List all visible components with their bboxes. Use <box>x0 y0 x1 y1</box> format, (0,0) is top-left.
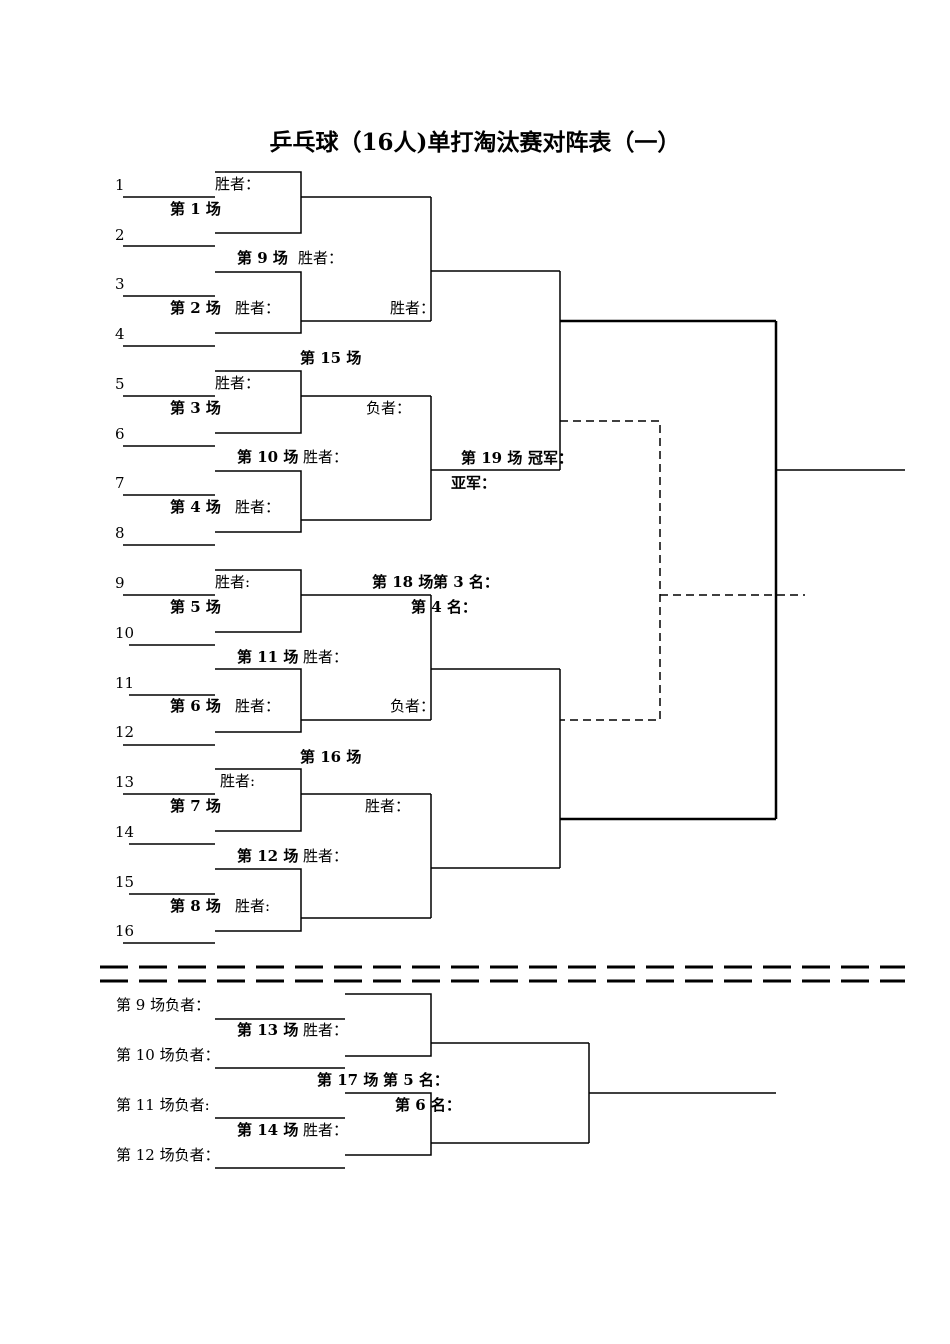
match-2-winner-label: 胜者： <box>235 299 281 317</box>
match-11-winner-label: 胜者： <box>303 648 349 666</box>
match-5-label: 第 5 场 <box>170 598 221 616</box>
match-4-label: 第 4 场 <box>170 498 221 516</box>
fourth-place-label: 第 4 名： <box>411 598 477 616</box>
match-6-winner-label: 胜者： <box>235 697 281 715</box>
match-8-winner-label: 胜者: <box>235 897 271 915</box>
player-3: 3 <box>115 275 125 293</box>
match-1-label: 第 1 场 <box>170 200 221 218</box>
match-11-loser-entry: 第 11 场负者: <box>116 1096 210 1114</box>
match-12-loser-entry: 第 12 场负者： <box>116 1146 220 1164</box>
player-11: 11 <box>115 674 135 692</box>
match-4-winner-label: 胜者： <box>235 498 281 516</box>
match-18-label: 第 18 场 <box>372 573 434 591</box>
match-13-label: 第 13 场 <box>237 1021 299 1039</box>
round1-lines <box>123 171 431 944</box>
match-15-label: 第 15 场 <box>300 349 362 367</box>
player-14: 14 <box>115 823 135 841</box>
match-16-winner-label: 胜者： <box>365 797 411 815</box>
match-16-label: 第 16 场 <box>300 748 362 766</box>
third-place-label: 第 3 名： <box>433 573 499 591</box>
final-lines <box>560 319 778 821</box>
match-15-loser-label: 负者： <box>366 399 412 417</box>
match-10-winner-label: 胜者： <box>303 448 349 466</box>
match-12-label: 第 12 场 <box>237 847 299 865</box>
match-16-loser-label: 负者： <box>390 697 436 715</box>
match-9-label: 第 9 场 <box>237 249 288 267</box>
match-3-label: 第 3 场 <box>170 399 221 417</box>
third-place-dashed <box>560 420 805 721</box>
match-11-label: 第 11 场 <box>237 648 299 666</box>
match-7-label: 第 7 场 <box>170 797 221 815</box>
player-5: 5 <box>115 375 125 393</box>
player-4: 4 <box>115 325 125 343</box>
champion-label: 冠军： <box>528 449 574 467</box>
player-10: 10 <box>115 624 135 642</box>
match-17-label: 第 17 场 <box>317 1071 379 1089</box>
match-14-label: 第 14 场 <box>237 1121 299 1139</box>
player-16: 16 <box>115 922 135 940</box>
fifth-place-label: 第 5 名： <box>383 1071 449 1089</box>
round2-lines <box>430 197 560 918</box>
match-6-label: 第 6 场 <box>170 697 221 715</box>
player-8: 8 <box>115 524 125 542</box>
match-19-label: 第 19 场 <box>461 449 523 467</box>
player-12: 12 <box>115 723 135 741</box>
match-5-winner-label: 胜者: <box>215 573 251 591</box>
match-10-label: 第 10 场 <box>237 448 299 466</box>
separator-double-dash <box>100 965 905 983</box>
match-12-winner-label: 胜者： <box>303 847 349 865</box>
match-10-loser-entry: 第 10 场负者： <box>116 1046 220 1064</box>
player-7: 7 <box>115 474 125 492</box>
player-15: 15 <box>115 873 135 891</box>
match-13-winner-label: 胜者： <box>303 1021 349 1039</box>
player-6: 6 <box>115 425 125 443</box>
match-15-winner-label: 胜者： <box>390 299 436 317</box>
match-9-loser-entry: 第 9 场负者： <box>116 996 211 1014</box>
match-8-label: 第 8 场 <box>170 897 221 915</box>
runner-up-label: 亚军： <box>451 474 497 492</box>
player-9: 9 <box>115 574 125 592</box>
match-7-winner-label: 胜者: <box>220 772 256 790</box>
match-1-winner-label: 胜者： <box>215 175 261 193</box>
consolation-lines <box>215 993 776 1169</box>
player-2: 2 <box>115 226 125 244</box>
match-14-winner-label: 胜者： <box>303 1121 349 1139</box>
player-13: 13 <box>115 773 135 791</box>
match-2-label: 第 2 场 <box>170 299 221 317</box>
match-3-winner-label: 胜者： <box>215 374 261 392</box>
sixth-place-label: 第 6 名： <box>395 1096 461 1114</box>
player-1: 1 <box>115 176 125 194</box>
match-9-winner-label: 胜者： <box>298 249 344 267</box>
page-title: 乒乓球（16人)单打淘汰赛对阵表（一） <box>269 129 681 156</box>
